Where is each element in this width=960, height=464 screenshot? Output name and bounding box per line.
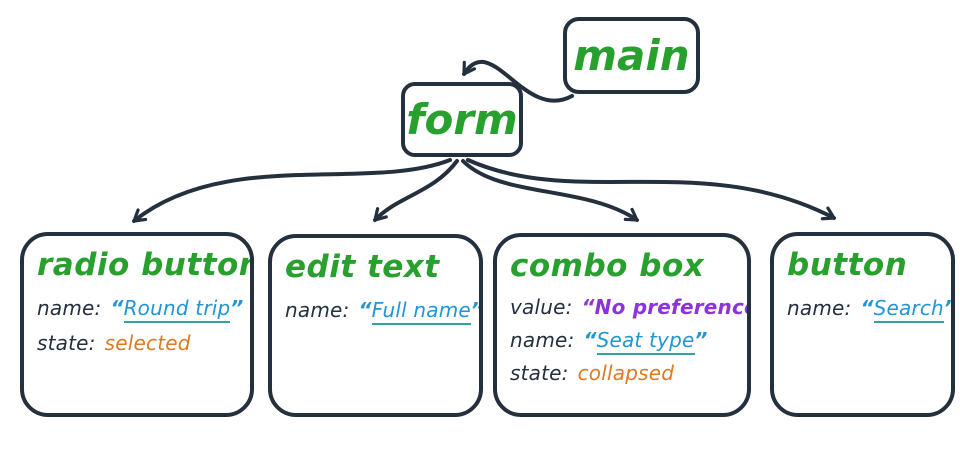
attr-row-value: value:“No preference” [510, 294, 747, 319]
attr-key: state: [510, 360, 569, 385]
open-quote: “ [581, 294, 595, 319]
attr-value: Round trip [123, 295, 231, 323]
attr-value: Full name [371, 297, 471, 325]
close-quote: ” [944, 296, 951, 320]
attr-row-state: state: collapsed [510, 361, 734, 385]
open-quote: “ [110, 295, 124, 320]
open-quote: “ [358, 297, 372, 322]
open-quote: “ [583, 327, 597, 352]
node-combo-box-title: combo box [510, 248, 705, 284]
attr-value: selected [104, 330, 191, 355]
node-combo-box: combo box value:“No preference” name:“Se… [493, 233, 751, 417]
close-quote: ” [470, 297, 483, 322]
attr-key: name: [787, 295, 852, 320]
attr-row-name: name:“Full name” [285, 297, 479, 325]
edge-form-radio-button [132, 158, 452, 223]
node-radio-button: radio button name: “Round trip” state: sel… [20, 232, 254, 417]
attr-key: name: [510, 327, 575, 352]
edge-form-button [466, 158, 836, 221]
node-edit-text-title: edit text [285, 249, 440, 285]
node-main: main [563, 17, 700, 94]
close-quote: ” [230, 295, 244, 320]
attr-value: Seat type [596, 327, 695, 355]
edge-form-edit-text [373, 159, 459, 222]
node-radio-button-title: radio button [37, 247, 254, 283]
attr-key: name: [285, 297, 350, 322]
attr-value: collapsed [577, 360, 675, 385]
node-form: form [401, 82, 523, 157]
attr-row-name: name: “Search” [787, 295, 951, 323]
attr-value: Search [873, 295, 944, 323]
attr-value: No preference [594, 294, 751, 319]
attr-key: state: [37, 330, 96, 355]
node-form-label: form [406, 94, 518, 144]
node-edit-text: edit text name: “Full name” [268, 234, 483, 417]
edge-form-combo-box [461, 159, 639, 222]
attr-key: name: [37, 295, 102, 320]
node-button-title: button [787, 247, 908, 283]
open-quote: “ [860, 295, 874, 320]
node-button: button name: “Search” [770, 232, 955, 417]
attr-row-name: name: “Round trip” [37, 295, 243, 323]
attr-row-state: state: selected [37, 331, 237, 355]
attr-row-name: name: “Seat type” [510, 327, 734, 355]
attr-key: value: [510, 294, 573, 319]
close-quote: ” [694, 327, 708, 352]
node-main-label: main [573, 30, 690, 80]
